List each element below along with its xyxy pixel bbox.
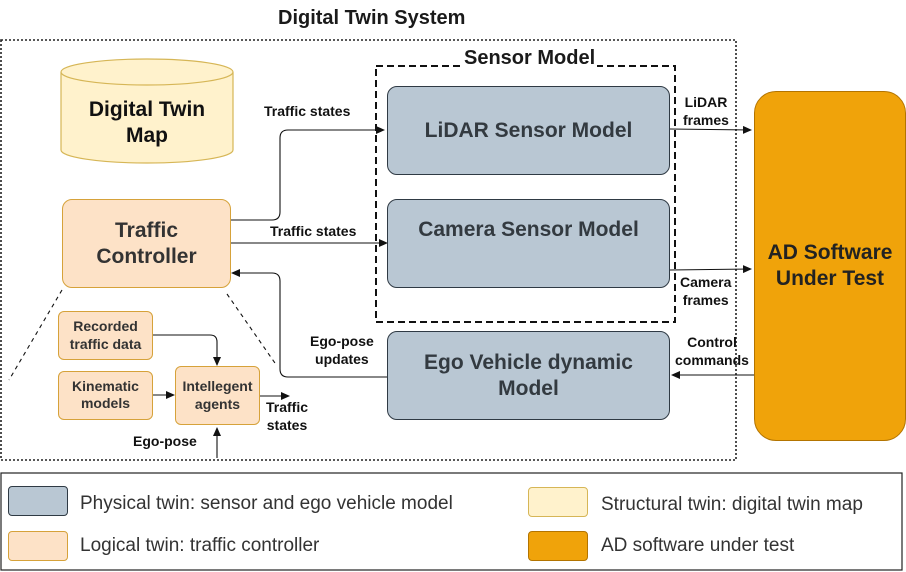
label-traffic-states-top: Traffic states: [264, 103, 351, 119]
label-traffic-states-agents: Traffic states: [266, 399, 309, 433]
zoom-line-right: [226, 293, 278, 367]
digital-twin-system-frame: [0, 39, 737, 461]
legend-swatch-ad: [528, 531, 588, 561]
camera-sensor-model-box: Camera Sensor Model: [387, 199, 670, 288]
intelligent-agents-label: Intellegent agents: [182, 378, 253, 412]
lidar-sensor-model-box: LiDAR Sensor Model: [387, 86, 670, 175]
sensor-model-title: Sensor Model: [462, 47, 598, 70]
label-control-commands: Control commands: [675, 334, 749, 368]
lidar-sensor-model-label: LiDAR Sensor Model: [424, 118, 633, 142]
legend-swatch-logical: [8, 531, 68, 561]
label-ego-pose: Ego-pose: [133, 433, 197, 449]
intelligent-agents-box: Intellegent agents: [175, 366, 260, 425]
arrow-ego-to-controller: [231, 269, 387, 378]
label-camera-frames: Camera frames: [680, 274, 734, 310]
arrow-controller-to-lidar: [231, 126, 385, 221]
ego-vehicle-model-box: Ego Vehicle dynamic Model: [387, 331, 670, 420]
camera-sensor-model-label: Camera Sensor Model: [418, 218, 639, 241]
legend-label-ad: AD software under test: [601, 535, 795, 556]
ad-software-box: AD Software Under Test: [754, 91, 906, 441]
legend-frame: [0, 472, 903, 571]
ad-software-label: AD Software Under Test: [767, 241, 893, 290]
legend-swatch-physical: [8, 486, 68, 516]
kinematic-models-label: Kinematic models: [72, 378, 139, 412]
arrow-recorded-to-agents: [153, 334, 221, 366]
label-ego-pose-updates: Ego-pose updates: [310, 333, 374, 367]
traffic-controller-box: Traffic Controller: [62, 199, 231, 288]
digital-twin-map-label: Digital Twin Map: [88, 98, 206, 148]
legend-label-logical: Logical twin: traffic controller: [80, 535, 320, 556]
legend-swatch-structural: [528, 487, 588, 517]
arrow-camera-to-ad: [669, 265, 752, 274]
ego-vehicle-model-label: Ego Vehicle dynamic Model: [424, 350, 633, 400]
zoom-line-left: [8, 289, 63, 381]
label-traffic-states-mid: Traffic states: [270, 223, 357, 239]
kinematic-models-box: Kinematic models: [58, 371, 153, 420]
recorded-traffic-data-label: Recorded traffic data: [69, 318, 142, 352]
recorded-traffic-data-box: Recorded traffic data: [58, 311, 153, 360]
label-lidar-frames: LiDAR frames: [683, 94, 729, 128]
legend-label-physical: Physical twin: sensor and ego vehicle mo…: [80, 493, 453, 514]
digital-twin-map-cylinder: [60, 58, 234, 164]
traffic-controller-label: Traffic Controller: [96, 218, 197, 268]
legend-label-structural: Structural twin: digital twin map: [601, 494, 863, 515]
arrow-lidar-to-ad: [669, 125, 752, 134]
digital-twin-system-title: Digital Twin System: [278, 7, 466, 29]
